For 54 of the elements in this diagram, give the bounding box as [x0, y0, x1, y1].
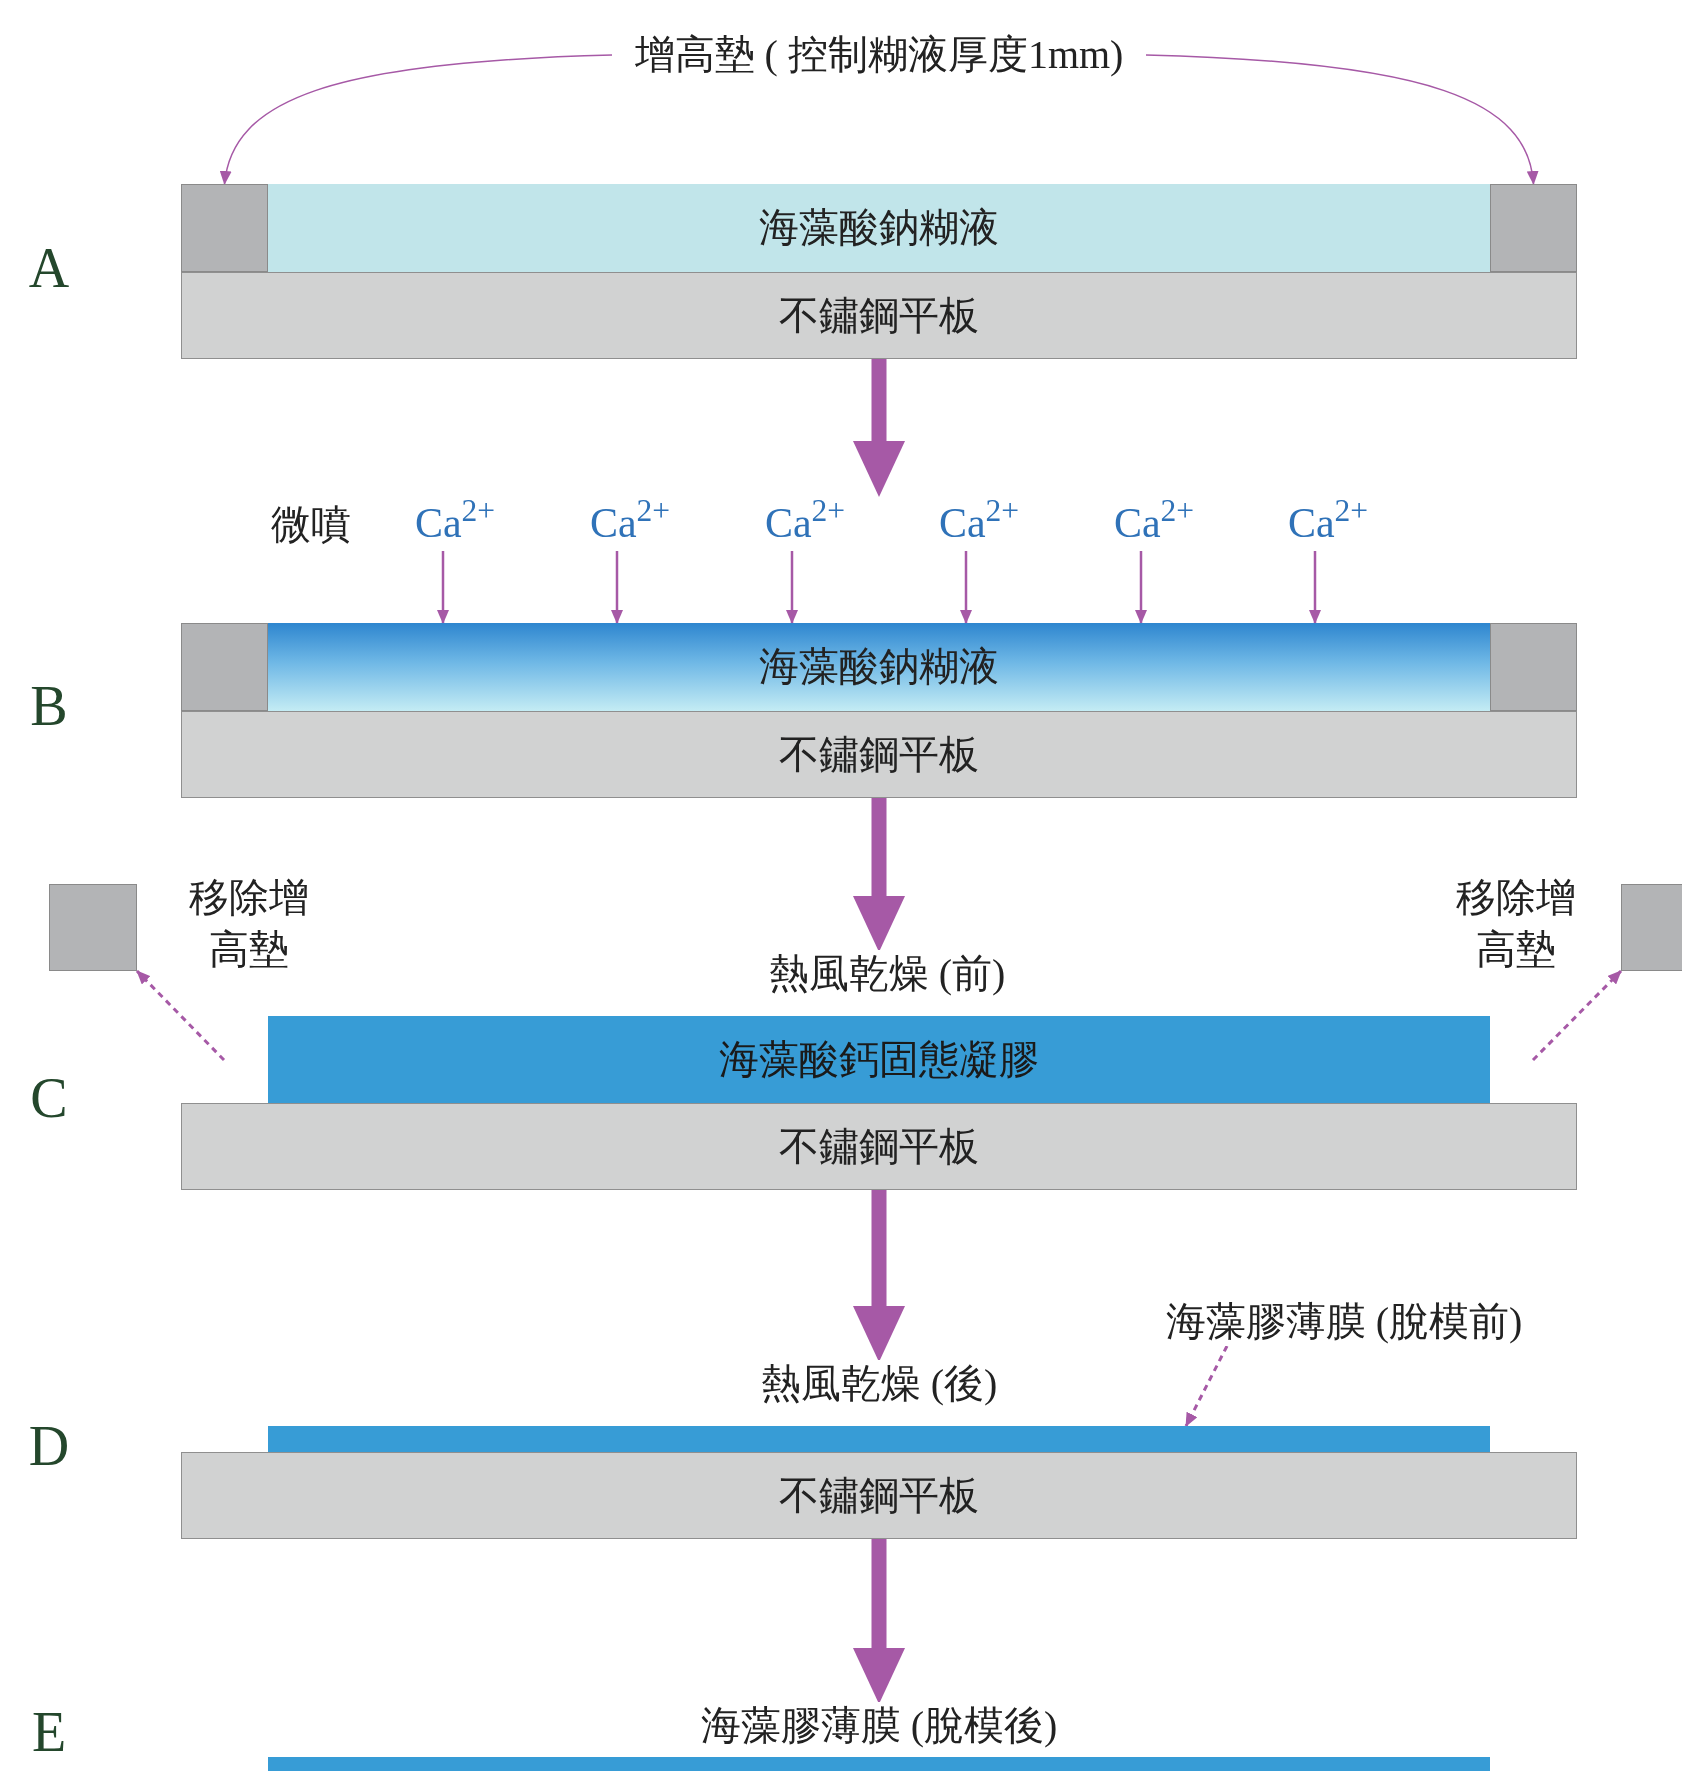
annotation-text: 移除增高墊 — [1455, 874, 1577, 974]
spacer-block — [49, 884, 137, 971]
layer-text: 不鏽鋼平板 — [779, 734, 979, 775]
layer-text: 不鏽鋼平板 — [779, 1475, 979, 1516]
layer-text: Ca$^{2+}$ — [764, 502, 846, 544]
arrow — [853, 1539, 905, 1704]
arrow — [853, 1190, 905, 1362]
arrow — [1135, 551, 1147, 624]
layer-text: Ca$^{2+}$ — [1287, 502, 1369, 544]
spacer-block — [181, 623, 268, 711]
stage-letter: A — [27, 240, 71, 296]
steel-plate — [181, 1452, 1577, 1539]
stage-letter: B — [29, 678, 69, 734]
layer-text: Ca$^{2+}$ — [1113, 502, 1195, 544]
layer-text: 熱風乾燥 (後) — [760, 1364, 998, 1404]
spacer-block — [1490, 623, 1577, 711]
steel-plate — [181, 1103, 1577, 1190]
layer-text: Ca$^{2+}$ — [589, 502, 671, 544]
layer-text: 海藻膠薄膜 (脫模前) — [1165, 1302, 1523, 1342]
arrow — [1309, 551, 1321, 624]
steel-plate — [181, 272, 1577, 359]
stage-letter: E — [30, 1704, 68, 1760]
layer-text: Ca$^{2+}$ — [414, 502, 496, 544]
arrow — [1531, 969, 1623, 1062]
arrow — [611, 551, 623, 624]
layer-text: 海藻酸鈉糊液 — [759, 208, 999, 248]
arrow — [960, 551, 972, 624]
arrow — [853, 798, 905, 952]
stage-letter: D — [27, 1418, 71, 1474]
layer-text: 不鏽鋼平板 — [779, 1126, 979, 1167]
layer-text: Ca$^{2+}$ — [938, 502, 1020, 544]
paste-layer — [268, 623, 1490, 711]
layer-text: 海藻酸鈉糊液 — [759, 647, 999, 687]
layer-text: 海藻酸鈣固態凝膠 — [719, 1039, 1039, 1080]
layer-text: 不鏽鋼平板 — [779, 295, 979, 336]
annotation-text: 移除增高墊 — [188, 874, 310, 974]
gel-layer — [268, 1016, 1490, 1103]
film-layer — [268, 1426, 1490, 1452]
arrow — [135, 969, 226, 1062]
arrow — [786, 551, 798, 624]
layer-text: 海藻膠薄膜 (脫模後) — [700, 1706, 1058, 1746]
arrow — [853, 359, 905, 497]
leader-line — [1145, 54, 1538, 185]
spacer-block — [181, 184, 268, 272]
stage-letter: C — [29, 1070, 69, 1126]
steel-plate — [181, 711, 1577, 798]
arrow — [1184, 1345, 1229, 1427]
paste-layer — [268, 184, 1490, 272]
annotation-text: 微噴 — [270, 501, 352, 549]
spacer-block — [1490, 184, 1577, 272]
layer-text: 增高墊 ( 控制糊液厚度1mm) — [634, 35, 1124, 75]
leader-line — [221, 54, 613, 185]
arrow — [437, 551, 449, 624]
layer-text: 熱風乾燥 (前) — [768, 954, 1006, 994]
